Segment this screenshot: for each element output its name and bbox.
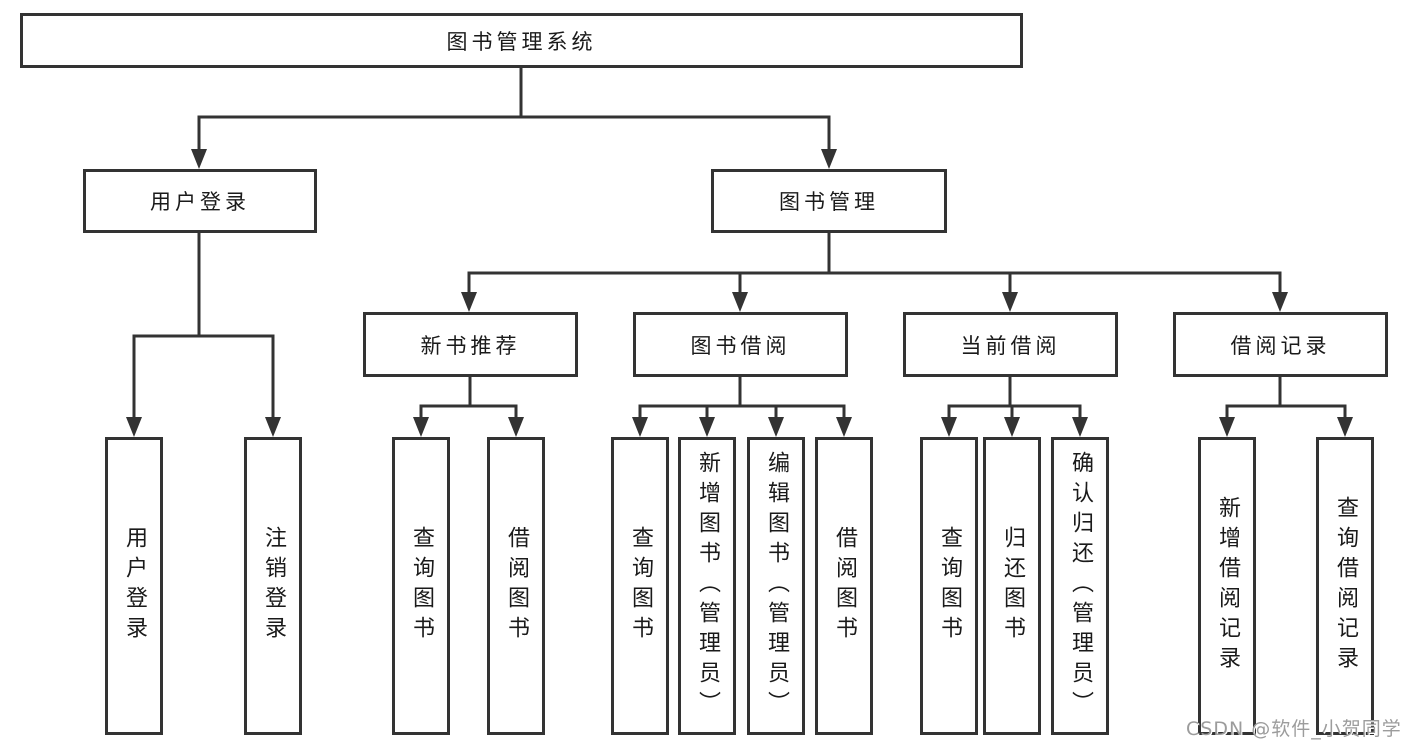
node-leaf-add-books-admin: 新增图书（管理员）: [678, 437, 736, 735]
node-library-management-system: 图书管理系统: [20, 13, 1023, 68]
node-leaf-edit-books-admin: 编辑图书（管理员）: [747, 437, 805, 735]
node-new-book-recommend: 新书推荐: [363, 312, 578, 377]
node-current-borrow: 当前借阅: [903, 312, 1118, 377]
node-book-borrow: 图书借阅: [633, 312, 848, 377]
node-leaf-query-books-recommend: 查询图书: [392, 437, 450, 735]
node-book-management: 图书管理: [711, 169, 947, 233]
csdn-watermark: CSDN @软件_小贺同学: [1186, 718, 1402, 740]
node-leaf-confirm-return-admin: 确认归还（管理员）: [1051, 437, 1109, 735]
node-leaf-query-books-borrow: 查询图书: [611, 437, 669, 735]
node-leaf-logout: 注销登录: [244, 437, 302, 735]
node-leaf-borrow-books-recommend: 借阅图书: [487, 437, 545, 735]
node-leaf-user-login: 用户登录: [105, 437, 163, 735]
node-leaf-query-borrow-record: 查询借阅记录: [1316, 437, 1374, 735]
node-user-login: 用户登录: [83, 169, 317, 233]
node-leaf-return-books: 归还图书: [983, 437, 1041, 735]
node-leaf-add-borrow-record: 新增借阅记录: [1198, 437, 1256, 735]
node-leaf-borrow-books: 借阅图书: [815, 437, 873, 735]
node-leaf-query-books-current: 查询图书: [920, 437, 978, 735]
node-borrow-records: 借阅记录: [1173, 312, 1388, 377]
